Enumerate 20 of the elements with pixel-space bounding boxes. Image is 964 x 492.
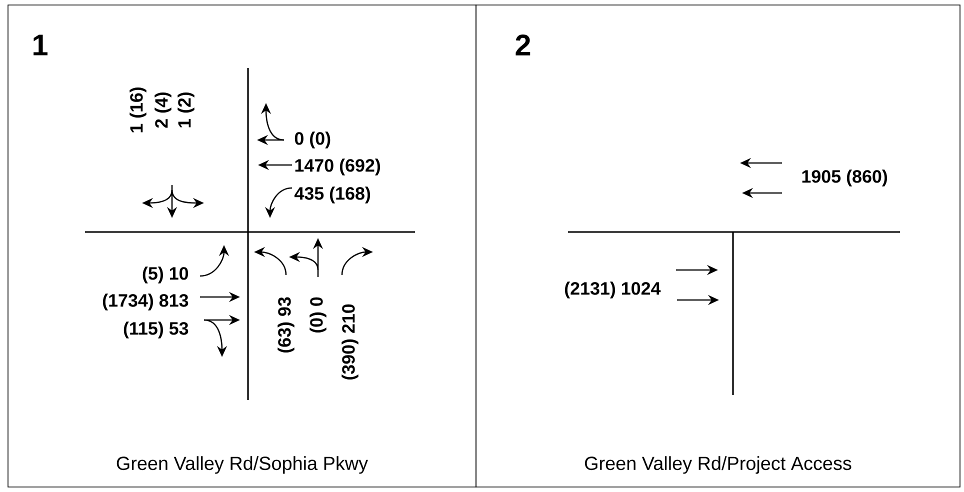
- panel: [476, 4, 960, 488]
- volume-label: (2131) 1024: [564, 282, 661, 298]
- volume-label: 435 (168): [294, 186, 370, 204]
- volume-label: (0) 0: [310, 297, 326, 333]
- volume-label: 1470 (692): [295, 158, 380, 176]
- volume-label: 1 (2): [178, 92, 194, 128]
- volume-label: (390) 210: [342, 304, 358, 380]
- panel-number: 2: [516, 34, 530, 56]
- intersection-name: Green Valley Rd/Project Access: [585, 456, 852, 474]
- volume-label: (1734) 813: [102, 294, 188, 310]
- volume-label: (115) 53: [124, 322, 188, 338]
- volume-label: 2 (4): [154, 92, 172, 128]
- panel: [8, 4, 476, 488]
- volume-label: 1905 (860): [802, 170, 887, 186]
- volume-label: (63) 93: [278, 297, 294, 352]
- intersection-name: Green Valley Rd/Sophia Pkwy: [116, 456, 368, 474]
- volume-label: 1 (16): [130, 88, 146, 132]
- panel-number: 1: [34, 34, 48, 56]
- volume-label: 0 (0): [294, 132, 330, 148]
- volume-label: (5) 10: [142, 266, 188, 284]
